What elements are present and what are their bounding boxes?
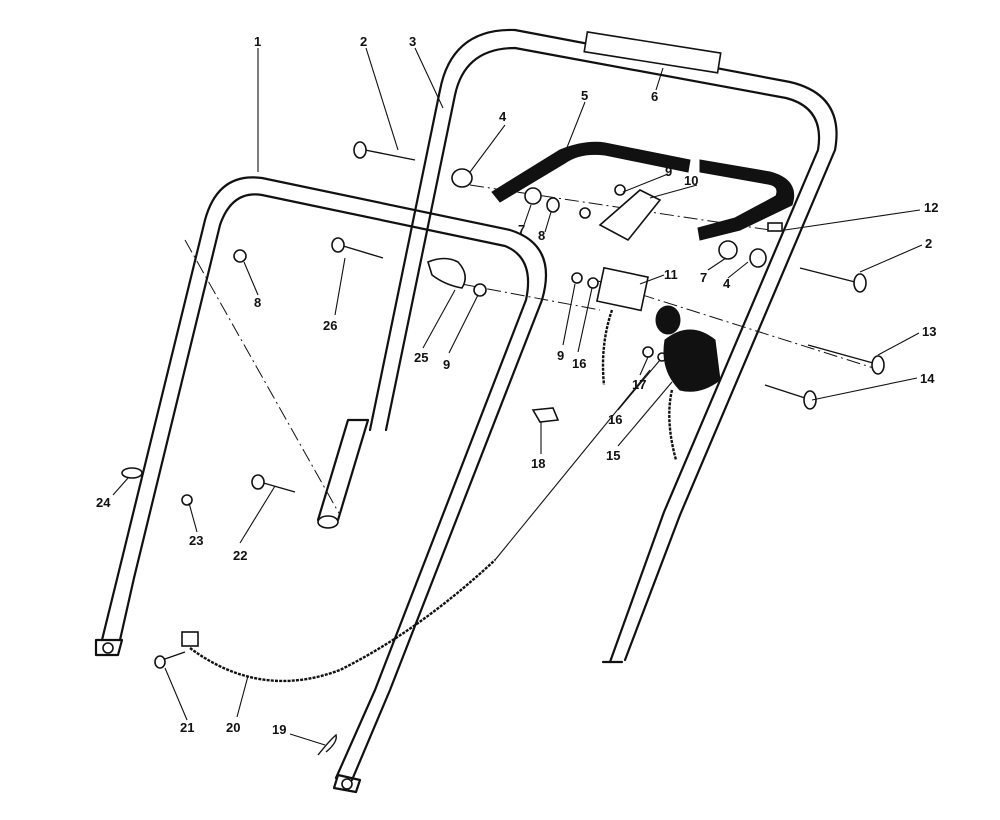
callout-1: 1 bbox=[254, 34, 261, 49]
callout-7: 7 bbox=[518, 222, 525, 237]
callout-20: 20 bbox=[226, 720, 240, 735]
callout-3: 3 bbox=[409, 34, 416, 49]
callout-14: 14 bbox=[920, 371, 935, 386]
callout-8: 8 bbox=[254, 295, 261, 310]
callout-10: 10 bbox=[684, 173, 698, 188]
callout-23: 23 bbox=[189, 533, 203, 548]
control-cable bbox=[181, 369, 651, 683]
callout-16: 16 bbox=[608, 412, 622, 427]
callout-16: 16 bbox=[572, 356, 586, 371]
bolts bbox=[121, 141, 885, 669]
callout-7: 7 bbox=[700, 270, 707, 285]
control-assemblies bbox=[595, 266, 721, 461]
leader-lines bbox=[112, 47, 923, 746]
callout-6: 6 bbox=[651, 89, 658, 104]
upper-handle-frame bbox=[316, 28, 838, 664]
callout-labels: 1 2 2 3 4 4 5 6 7 7 8 8 9 9 9 10 11 12 1… bbox=[96, 34, 938, 737]
callout-9: 9 bbox=[665, 164, 672, 179]
callout-4: 4 bbox=[499, 109, 507, 124]
callout-24: 24 bbox=[96, 495, 111, 510]
callout-11: 11 bbox=[664, 267, 678, 282]
callout-2: 2 bbox=[360, 34, 367, 49]
callout-22: 22 bbox=[233, 548, 247, 563]
callout-4: 4 bbox=[723, 276, 731, 291]
small-parts bbox=[181, 168, 767, 756]
callout-5: 5 bbox=[581, 88, 588, 103]
callout-9: 9 bbox=[557, 348, 564, 363]
callout-18: 18 bbox=[531, 456, 545, 471]
callout-25: 25 bbox=[414, 350, 428, 365]
handle-grips bbox=[491, 141, 795, 241]
callout-9: 9 bbox=[443, 357, 450, 372]
callout-8: 8 bbox=[538, 228, 545, 243]
callout-26: 26 bbox=[323, 318, 337, 333]
callout-19: 19 bbox=[272, 722, 286, 737]
lower-handle-frame bbox=[94, 176, 547, 794]
callout-13: 13 bbox=[922, 324, 936, 339]
callout-17: 17 bbox=[632, 377, 646, 392]
callout-12: 12 bbox=[924, 200, 938, 215]
callout-15: 15 bbox=[606, 448, 620, 463]
callout-2: 2 bbox=[925, 236, 932, 251]
callout-21: 21 bbox=[180, 720, 194, 735]
